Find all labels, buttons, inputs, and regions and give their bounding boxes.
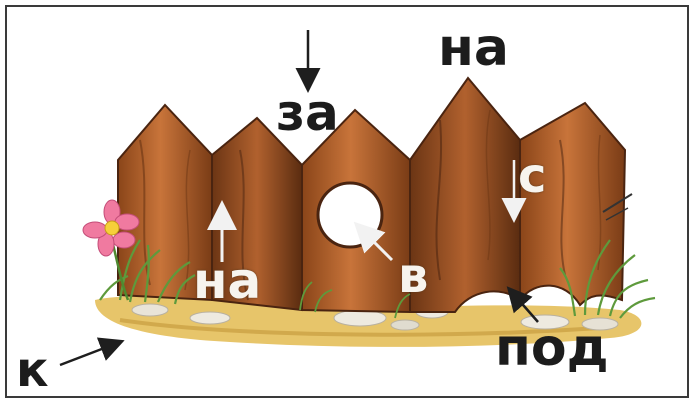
fence-hole <box>318 183 382 247</box>
label-na-fence: на <box>193 256 261 306</box>
label-v: в <box>398 252 428 300</box>
label-s: с <box>518 152 546 200</box>
label-na-top: на <box>438 22 509 74</box>
label-pod: под <box>495 322 609 374</box>
stone <box>190 312 230 324</box>
fence-board-5 <box>520 103 625 305</box>
stone <box>132 304 168 316</box>
stone <box>391 320 419 330</box>
label-za: за <box>276 88 339 138</box>
arrow-k <box>60 342 120 365</box>
label-k: к <box>16 346 49 394</box>
